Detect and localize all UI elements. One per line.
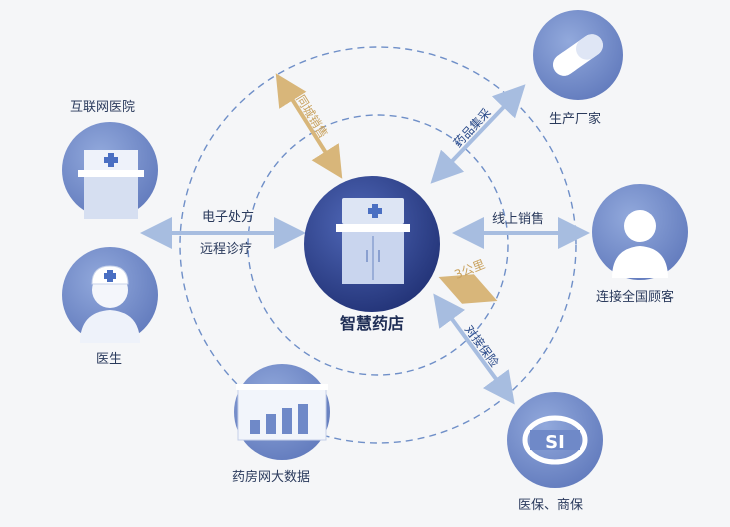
arrow-insurance [433, 293, 515, 405]
pill-capsule-icon [553, 34, 603, 76]
big-data-label: 药房网大数据 [232, 470, 311, 485]
hospital-cabinet-icon [78, 150, 144, 219]
telemedicine-label: 远程诊疗 [200, 242, 253, 257]
person-silhouette-icon [612, 210, 668, 278]
csi-insurance-logo-icon: SI [522, 415, 588, 465]
smart-pharmacy-node [304, 176, 440, 312]
online-sales-label: 线上销售 [492, 212, 545, 227]
e-prescription-label: 电子处方 [202, 210, 255, 225]
insurance-label: 医保、商保 [518, 498, 584, 513]
doctor-node [62, 247, 158, 343]
bar-chart-icon [236, 384, 328, 441]
arrow-three-km [438, 274, 498, 304]
customers-label: 连接全国顾客 [596, 290, 675, 305]
arrow-procurement [430, 84, 526, 184]
doctor-icon [80, 265, 140, 343]
internet-hospital-node [62, 122, 158, 219]
medicine-cabinet-icon [336, 198, 410, 284]
manufacturer-node [533, 10, 623, 100]
arrow-same-city [275, 73, 343, 179]
insurance-node: SI [507, 392, 603, 488]
internet-hospital-label: 互联网医院 [70, 100, 136, 115]
big-data-node [234, 364, 330, 460]
customers-node [592, 184, 688, 280]
doctor-label: 医生 [96, 352, 123, 367]
svg-text:SI: SI [545, 432, 565, 453]
manufacturer-label: 生产厂家 [549, 112, 602, 127]
center-title: 智慧药店 [340, 314, 405, 333]
